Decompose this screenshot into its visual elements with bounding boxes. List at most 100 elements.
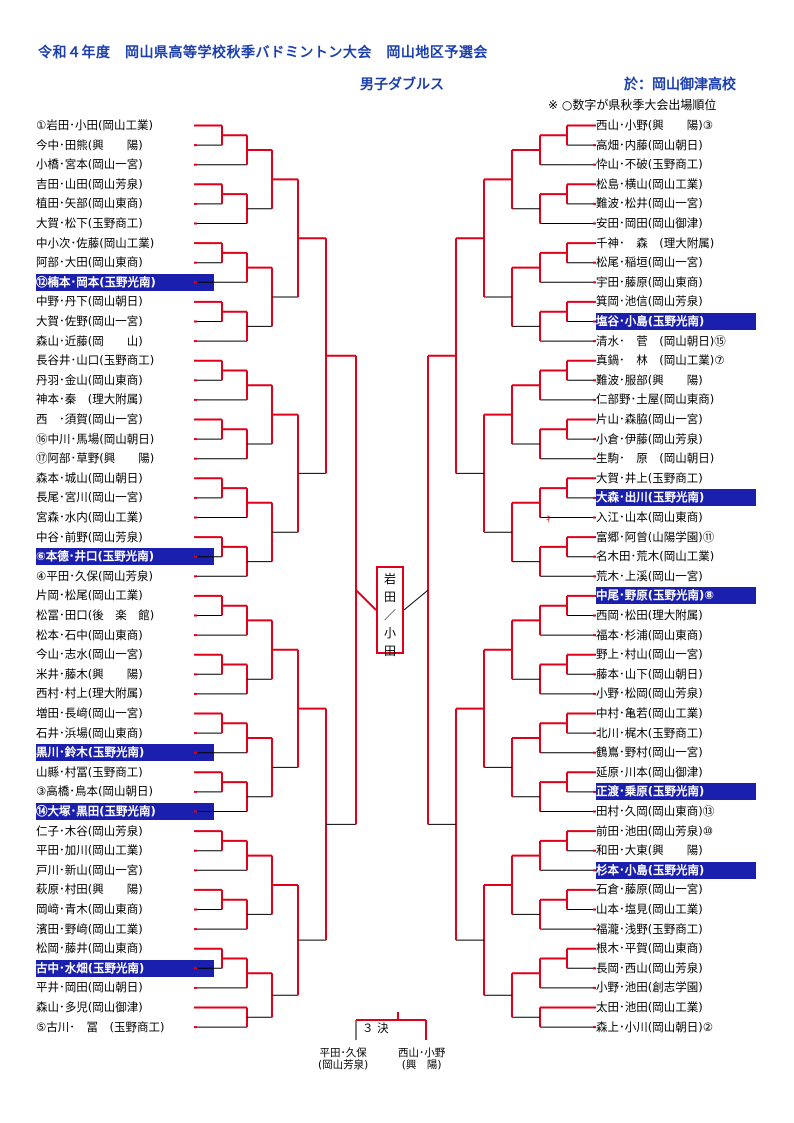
right-entry: 千神･ 森 (理大附属) [596,235,715,250]
left-entry: ①岩田･小田(岡山工業) [36,118,154,132]
left-entry: 片岡･松尾(岡山工業) [36,588,143,603]
right-entry: 安田･岡田(岡山御津) [596,216,703,230]
right-entry: 忰山･不破(玉野商工) [596,157,703,172]
right-entry: 北川･梶木(玉野商工) [596,725,703,740]
champion-char: ／ [383,608,396,622]
right-entry: 松尾･稲垣(岡山一宮) [596,255,703,270]
right-entry: 生駒･ 原 (岡山朝日) [596,451,715,466]
event-name: 男子ダブルス [360,77,444,93]
right-entry: 難波･松井(岡山一宮) [596,196,703,211]
champion-char: 田 [383,644,396,658]
left-entry: 増田･長﨑(岡山一宮) [36,706,143,720]
bracket-line [403,589,429,611]
left-entry: 大賀･松下(玉野商工) [36,216,143,230]
right-entry: 大森･出川(玉野光南) [596,489,756,507]
left-entry: 中小次･佐藤(岡山工業) [36,235,155,250]
left-entry: 西 ･須賀(岡山一宮) [36,412,143,426]
left-entry: ③高橋･鳥本(岡山朝日) [36,784,154,799]
right-entry: 松島･横山(岡山工業) [596,176,703,191]
left-entry: 石井･浜場(岡山東商) [36,725,143,740]
left-entry: ⑤古川･ 冨 (玉野商工) [36,1019,165,1034]
third-place-right-players: 西山･小野 [398,1047,446,1059]
left-entry: 大賀･佐野(岡山一宮) [36,314,143,328]
left-entry: 阿部･大田(岡山東商) [36,255,143,270]
right-entry: 入江･山本(岡山東商) [596,510,703,524]
right-entry: 難波･服部(興 陽) [596,372,703,387]
left-entry: 戸川･新山(岡山一宮) [36,862,143,877]
right-entry: 森上･小川(岡山朝日)② [596,1019,714,1034]
left-entry: 植田･矢部(岡山東商) [36,196,143,211]
left-entry: 丹羽･金山(岡山東商) [36,372,143,387]
left-entry: 松冨･田口(後 楽 館) [36,608,155,622]
right-entry: 塩谷･小島(玉野光南) [596,313,756,330]
venue-label: 於：岡山御津高校 [624,77,736,93]
right-entry: 仁部野･土屋(岡山東商) [596,392,715,407]
right-entry: 中村･亀若(岡山工業) [596,706,703,720]
right-entry: 小野･池田(創志学園) [596,980,703,995]
third-place-left: 平田･久保 (岡山芳泉) [318,1047,368,1071]
tournament-title: 令和４年度 岡山県高等学校秋季バドミントン大会 岡山地区予選会 [38,45,488,61]
right-entry: 長岡･西山(岡山芳泉) [596,960,703,975]
left-entry: 森本･城山(岡山朝日) [36,470,143,485]
left-entry: 米井･藤木(興 陽) [36,666,143,681]
right-entry: 田村･久岡(岡山東商)⑬ [596,804,715,818]
right-entry: 野上･村山(岡山一宮) [596,647,703,662]
left-entry: ⑯中川･馬場(岡山朝日) [36,431,155,446]
right-entry: 高畑･内藤(岡山朝日) [596,137,703,152]
left-entry: 宮森･水内(岡山工業) [36,510,143,524]
left-entry: 岡﨑･青木(岡山東商) [36,902,143,916]
left-entry: 森山･多児(岡山御津) [36,1000,143,1014]
third-place-right-school: (興 陽) [401,1059,442,1071]
right-entry: 真鍋･ 林 (岡山工業)⑦ [596,353,725,368]
left-entry: 仁子･木谷(岡山芳泉) [36,823,143,838]
left-entry: 松本･石中(岡山東商) [36,627,143,642]
left-entry: 濱田･野﨑(岡山工業) [36,921,143,936]
right-entry: 正渡･乗原(玉野光南) [596,783,756,801]
right-entry: 石倉･藤原(岡山一宮) [596,882,703,897]
left-entry: 平田･加川(岡山工業) [36,843,143,858]
right-entry: 太田･池田(岡山工業) [596,1000,703,1014]
right-entry: 福本･杉浦(岡山東商) [596,627,703,642]
champion-char: 岩 [383,572,396,586]
right-entry: 福瀧･浅野(玉野商工) [596,921,703,936]
left-entry: 吉田･山田(岡山芳泉) [36,176,143,191]
right-entry: 根木･平賀(岡山東商) [596,941,703,956]
right-entry: 名木田･荒木(岡山工業) [596,549,715,564]
left-entry: 中野･丹下(岡山朝日) [36,294,143,309]
withdrawal-mark: ｷ [546,515,551,525]
right-entry: 杉本･小島(玉野光南) [596,861,756,879]
bracket-line [355,589,377,611]
left-entry: 今中･田熊(興 陽) [36,137,143,152]
right-entry: 片山･森脇(岡山一宮) [596,412,703,426]
left-entry: ⑭大塚･黒田(玉野光南) [36,803,214,820]
right-entry: 富郷･阿曾(山陽学園)⑪ [596,529,715,544]
left-entry: ⑰阿部･草野(興 陽) [36,451,155,466]
left-entry: 西村･村上(理大附属) [36,686,143,701]
right-entry: 小野･松岡(岡山芳泉) [596,686,703,701]
right-entry: 藤本･山下(岡山朝日) [596,666,703,681]
left-entry: 神本･秦 (理大附属) [36,392,143,407]
right-entry: 荒木･上溪(岡山一宮) [596,568,703,583]
champion-box: 岩 田 ／ 小 田 [376,566,404,658]
right-entry: 大賀･井上(玉野商工) [596,470,703,485]
left-entry: 長谷井･山口(玉野商工) [36,353,155,368]
left-entry: 小橋･宮本(岡山一宮) [36,157,143,172]
left-entry: ④平田･久保(岡山芳泉) [36,568,154,583]
right-entry: 宇田･藤原(岡山東商) [596,274,703,289]
left-entry: 平井･岡田(岡山朝日) [36,980,143,995]
left-entry: 古中･水畑(玉野光南) [36,959,214,977]
right-entry: 小倉･伊藤(岡山芳泉) [596,431,703,446]
left-entry: 森山･近藤(岡 山) [36,333,143,348]
left-entry: 松岡･藤井(岡山東商) [36,941,143,956]
third-place-left-players: 平田･久保 [319,1047,367,1059]
right-entry: 箕岡･池信(岡山芳泉) [596,294,703,309]
ranking-note: ※ ○数字が県秋季大会出場順位 [548,98,717,112]
right-entry: 山本･塩見(岡山工業) [596,902,703,916]
left-entry: ⑥本德･井口(玉野光南) [36,548,214,566]
left-entry: 黒川･鈴木(玉野光南) [36,744,214,762]
right-entry: 前田･池田(岡山芳泉)⑩ [596,823,714,838]
left-entry: 長尾･宮川(岡山一宮) [36,490,143,505]
left-entry: ⑫楠本･岡本(玉野光南) [36,273,214,291]
right-entry: 和田･大東(興 陽) [596,843,703,858]
